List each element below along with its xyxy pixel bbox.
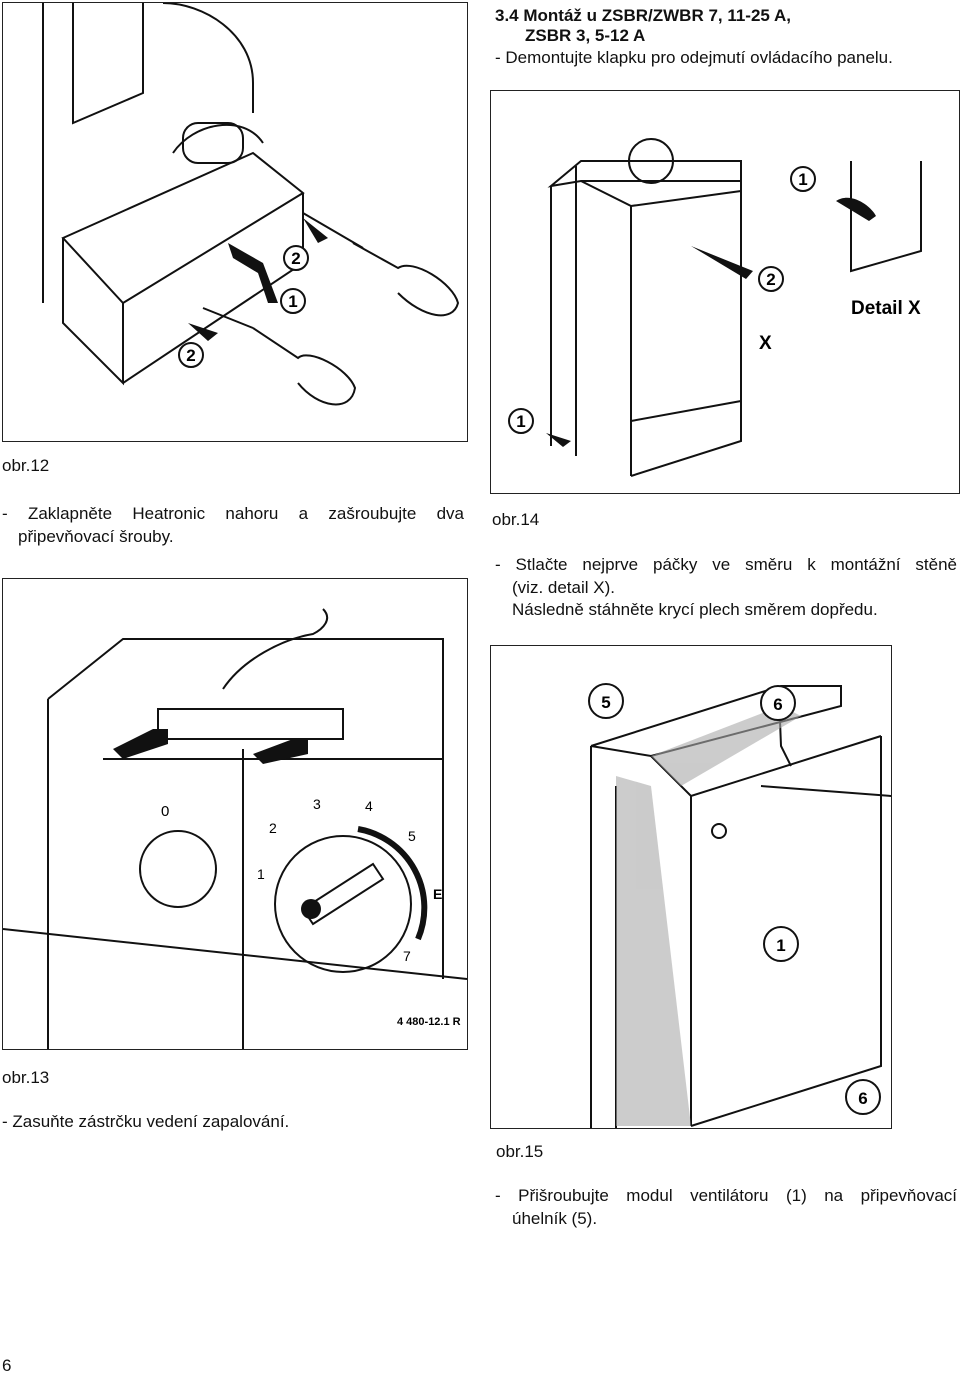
- fig13-dial-num-e: E: [433, 886, 442, 902]
- fig12-callout-2a: 2: [291, 249, 300, 268]
- fig12-callout-2b: 2: [186, 346, 195, 365]
- fig13-dial-left-label: 0: [161, 803, 169, 820]
- fig13-caption: obr.13: [2, 1068, 50, 1087]
- fig14-callout-2: 2: [766, 270, 775, 289]
- fig14-text-line2: (viz. detail X).: [512, 578, 615, 597]
- figure-13-illustration: 0 1 2 3 4 5 E 7 4 480-12.1 R: [2, 578, 468, 1050]
- fig15-callout-6a: 6: [773, 695, 782, 714]
- fig14-x-label: X: [759, 333, 772, 354]
- fig13-dial-num-4: 4: [365, 798, 373, 814]
- fig12-callout-1: 1: [288, 292, 297, 311]
- fig14-text-line1: - Stlačte nejprve páčky ve směru k montá…: [495, 555, 957, 574]
- page-number: 6: [2, 1356, 12, 1375]
- fig14-caption: obr.14: [492, 510, 540, 529]
- fig12-text-line1: - Zaklapněte Heatronic nahoru a zašroubu…: [2, 504, 464, 523]
- fig15-text-line1: - Přišroubujte modul ventilátoru (1) na …: [495, 1186, 957, 1205]
- section-heading-line1: 3.4 Montáž u ZSBR/ZWBR 7, 11-25 A,: [495, 6, 791, 25]
- fig14-text-line3: Následně stáhněte krycí plech směrem dop…: [512, 600, 878, 619]
- fig13-dial-num-3: 3: [313, 796, 321, 812]
- fig13-ref-code: 4 480-12.1 R: [397, 1016, 461, 1028]
- fig12-caption: obr.12: [2, 456, 50, 475]
- fig13-dial-num-1: 1: [257, 866, 265, 882]
- fig13-dial-num-7: 7: [403, 948, 411, 964]
- fig15-callout-6b: 6: [858, 1089, 867, 1108]
- figure-15-illustration: 5 6 1 6: [490, 645, 892, 1129]
- section-intro: - Demontujte klapku pro odejmutí ovládac…: [495, 48, 893, 67]
- fig15-callout-1: 1: [776, 936, 785, 955]
- fig12-text-line2: připevňovací šrouby.: [18, 527, 174, 546]
- figure-14-illustration: 1 2 1 Detail X X: [490, 90, 960, 494]
- fig13-dial-num-2: 2: [269, 820, 277, 836]
- figure-12-illustration: 2 1 2: [2, 2, 468, 442]
- fig14-callout-1a: 1: [798, 170, 807, 189]
- fig15-callout-5: 5: [601, 693, 610, 712]
- fig14-detail-label: Detail X: [851, 298, 921, 319]
- fig13-dial-num-5: 5: [408, 828, 416, 844]
- section-heading-line2: ZSBR 3, 5-12 A: [525, 26, 646, 45]
- fig14-callout-1b: 1: [516, 412, 525, 431]
- fig15-text-line2: úhelník (5).: [512, 1209, 598, 1228]
- fig13-text-line1: - Zasuňte zástrčku vedení zapalování.: [2, 1112, 290, 1131]
- fig15-caption: obr.15: [496, 1142, 544, 1161]
